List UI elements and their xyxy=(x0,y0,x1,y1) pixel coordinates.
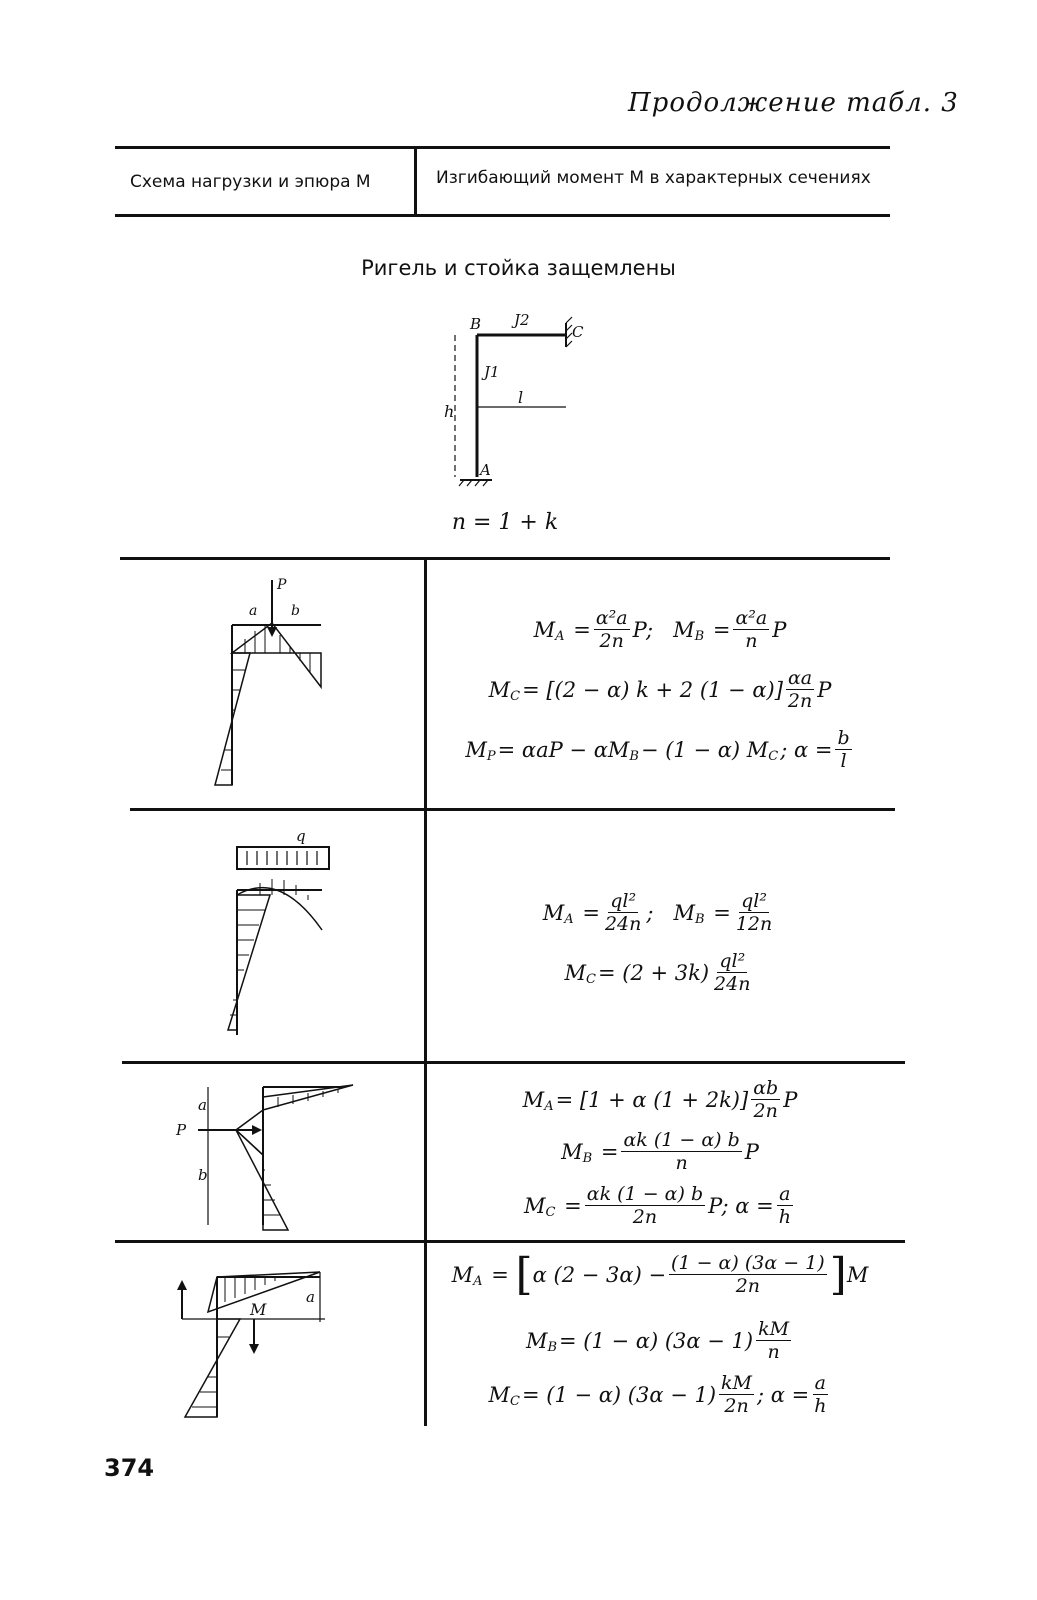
label-b: b xyxy=(198,1166,208,1184)
moment-epure-column xyxy=(226,894,272,1031)
moment-epure-beam xyxy=(229,621,322,690)
header-col1: Схема нагрузки и эпюра M xyxy=(130,172,371,192)
n-formula: n = 1 + k xyxy=(451,510,559,535)
moment-epure-column xyxy=(235,1129,290,1231)
moment-epure-column-top xyxy=(234,1108,264,1157)
header-bottom-rule xyxy=(115,214,890,217)
row-rule-2 xyxy=(130,808,895,811)
label-a: a xyxy=(249,603,257,619)
label-p: P xyxy=(175,1121,187,1139)
moment-epure-beam xyxy=(236,886,323,931)
continuation-label: Продолжение табл. 3 xyxy=(628,88,959,118)
diagram-row-3: P a b xyxy=(175,1084,354,1231)
header-col2: Изгибающий момент M в характерных сечени… xyxy=(436,168,871,188)
section-title: Ригель и стойка защемлены xyxy=(361,256,676,280)
label-p: P xyxy=(276,577,287,593)
diagram-row-4: M a xyxy=(177,1271,325,1418)
label-m: M xyxy=(249,1300,267,1319)
header-divider xyxy=(414,146,417,214)
label-h: h xyxy=(444,402,454,421)
frame-schema: B C A J2 J1 h l xyxy=(444,311,584,487)
label-a: a xyxy=(198,1096,207,1114)
label-q: q xyxy=(296,827,306,845)
row-rule-1 xyxy=(120,557,890,560)
moment-epure-column xyxy=(214,652,251,786)
label-c: C xyxy=(572,323,584,341)
label-j1: J1 xyxy=(481,363,500,381)
distributed-load xyxy=(236,846,330,870)
fixed-support-c-hatch xyxy=(565,316,573,348)
row-rule-4 xyxy=(115,1240,905,1243)
label-a: A xyxy=(478,461,491,479)
fixed-support-a-hatch xyxy=(458,479,489,487)
table-top-rule xyxy=(115,146,890,149)
row-rule-3 xyxy=(122,1061,905,1064)
moment-epure-column xyxy=(183,1318,242,1418)
label-l: l xyxy=(518,388,523,407)
table-divider xyxy=(424,558,427,1426)
page-number: 374 xyxy=(104,1454,155,1482)
label-b: b xyxy=(291,603,300,619)
label-b: B xyxy=(469,315,481,333)
diagram-row-1: P a b xyxy=(214,577,322,786)
diagram-row-2: q xyxy=(226,827,330,1035)
label-j2: J2 xyxy=(511,311,530,329)
label-a: a xyxy=(306,1288,315,1306)
moment-epure-beam xyxy=(206,1271,321,1314)
